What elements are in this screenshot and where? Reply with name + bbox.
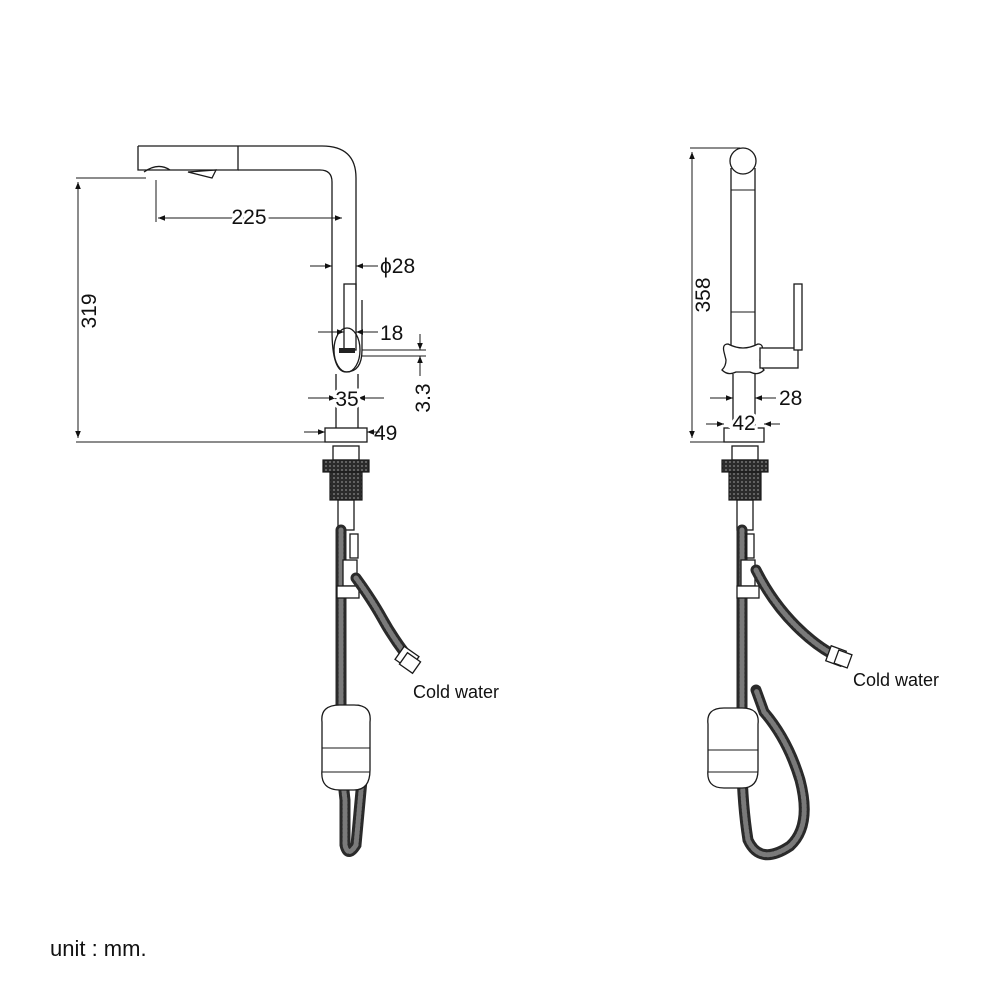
front-faucet-body bbox=[721, 147, 803, 443]
dim-height-side: 319 bbox=[75, 177, 325, 443]
side-faucet-body bbox=[137, 145, 368, 443]
front-cold-water-label: Cold water bbox=[853, 670, 939, 690]
dim-height-front: 358 bbox=[689, 147, 740, 443]
dim-height-label: 319 bbox=[78, 293, 101, 328]
dim-lever-offset-label: 3.3 bbox=[412, 383, 435, 412]
side-under-sink-assembly bbox=[321, 445, 422, 857]
dim-reach-label: 225 bbox=[231, 206, 266, 229]
dim-base-diameter: 49 bbox=[304, 422, 397, 445]
dim-body-diameter-label: 35 bbox=[335, 388, 358, 411]
dim-spout-diameter: ϕ28 bbox=[310, 255, 415, 278]
side-cold-water-label: Cold water bbox=[413, 682, 499, 702]
dim-height-front-label: 358 bbox=[692, 277, 715, 312]
dim-body-diameter: 35 bbox=[308, 385, 384, 414]
dim-neck-diameter: 28 bbox=[710, 387, 802, 410]
unit-note: unit : mm. bbox=[50, 936, 147, 961]
dim-neck-diameter-label: 28 bbox=[779, 387, 802, 410]
dim-base-diameter-front-label: 42 bbox=[732, 412, 755, 435]
dim-spout-diameter-label: ϕ28 bbox=[380, 255, 415, 278]
dim-handle-width-label: 18 bbox=[380, 322, 403, 345]
side-view: 319 225 ϕ28 18 3.3 bbox=[75, 145, 499, 857]
dim-lever-offset: 3.3 bbox=[362, 334, 435, 413]
dim-reach: 225 bbox=[155, 180, 342, 232]
front-view: 358 28 42 bbox=[689, 147, 939, 861]
front-under-sink-assembly bbox=[707, 445, 853, 861]
dim-handle-width: 18 bbox=[318, 322, 403, 345]
dim-base-diameter-label: 49 bbox=[374, 422, 397, 445]
dim-base-diameter-front: 42 bbox=[706, 409, 780, 438]
